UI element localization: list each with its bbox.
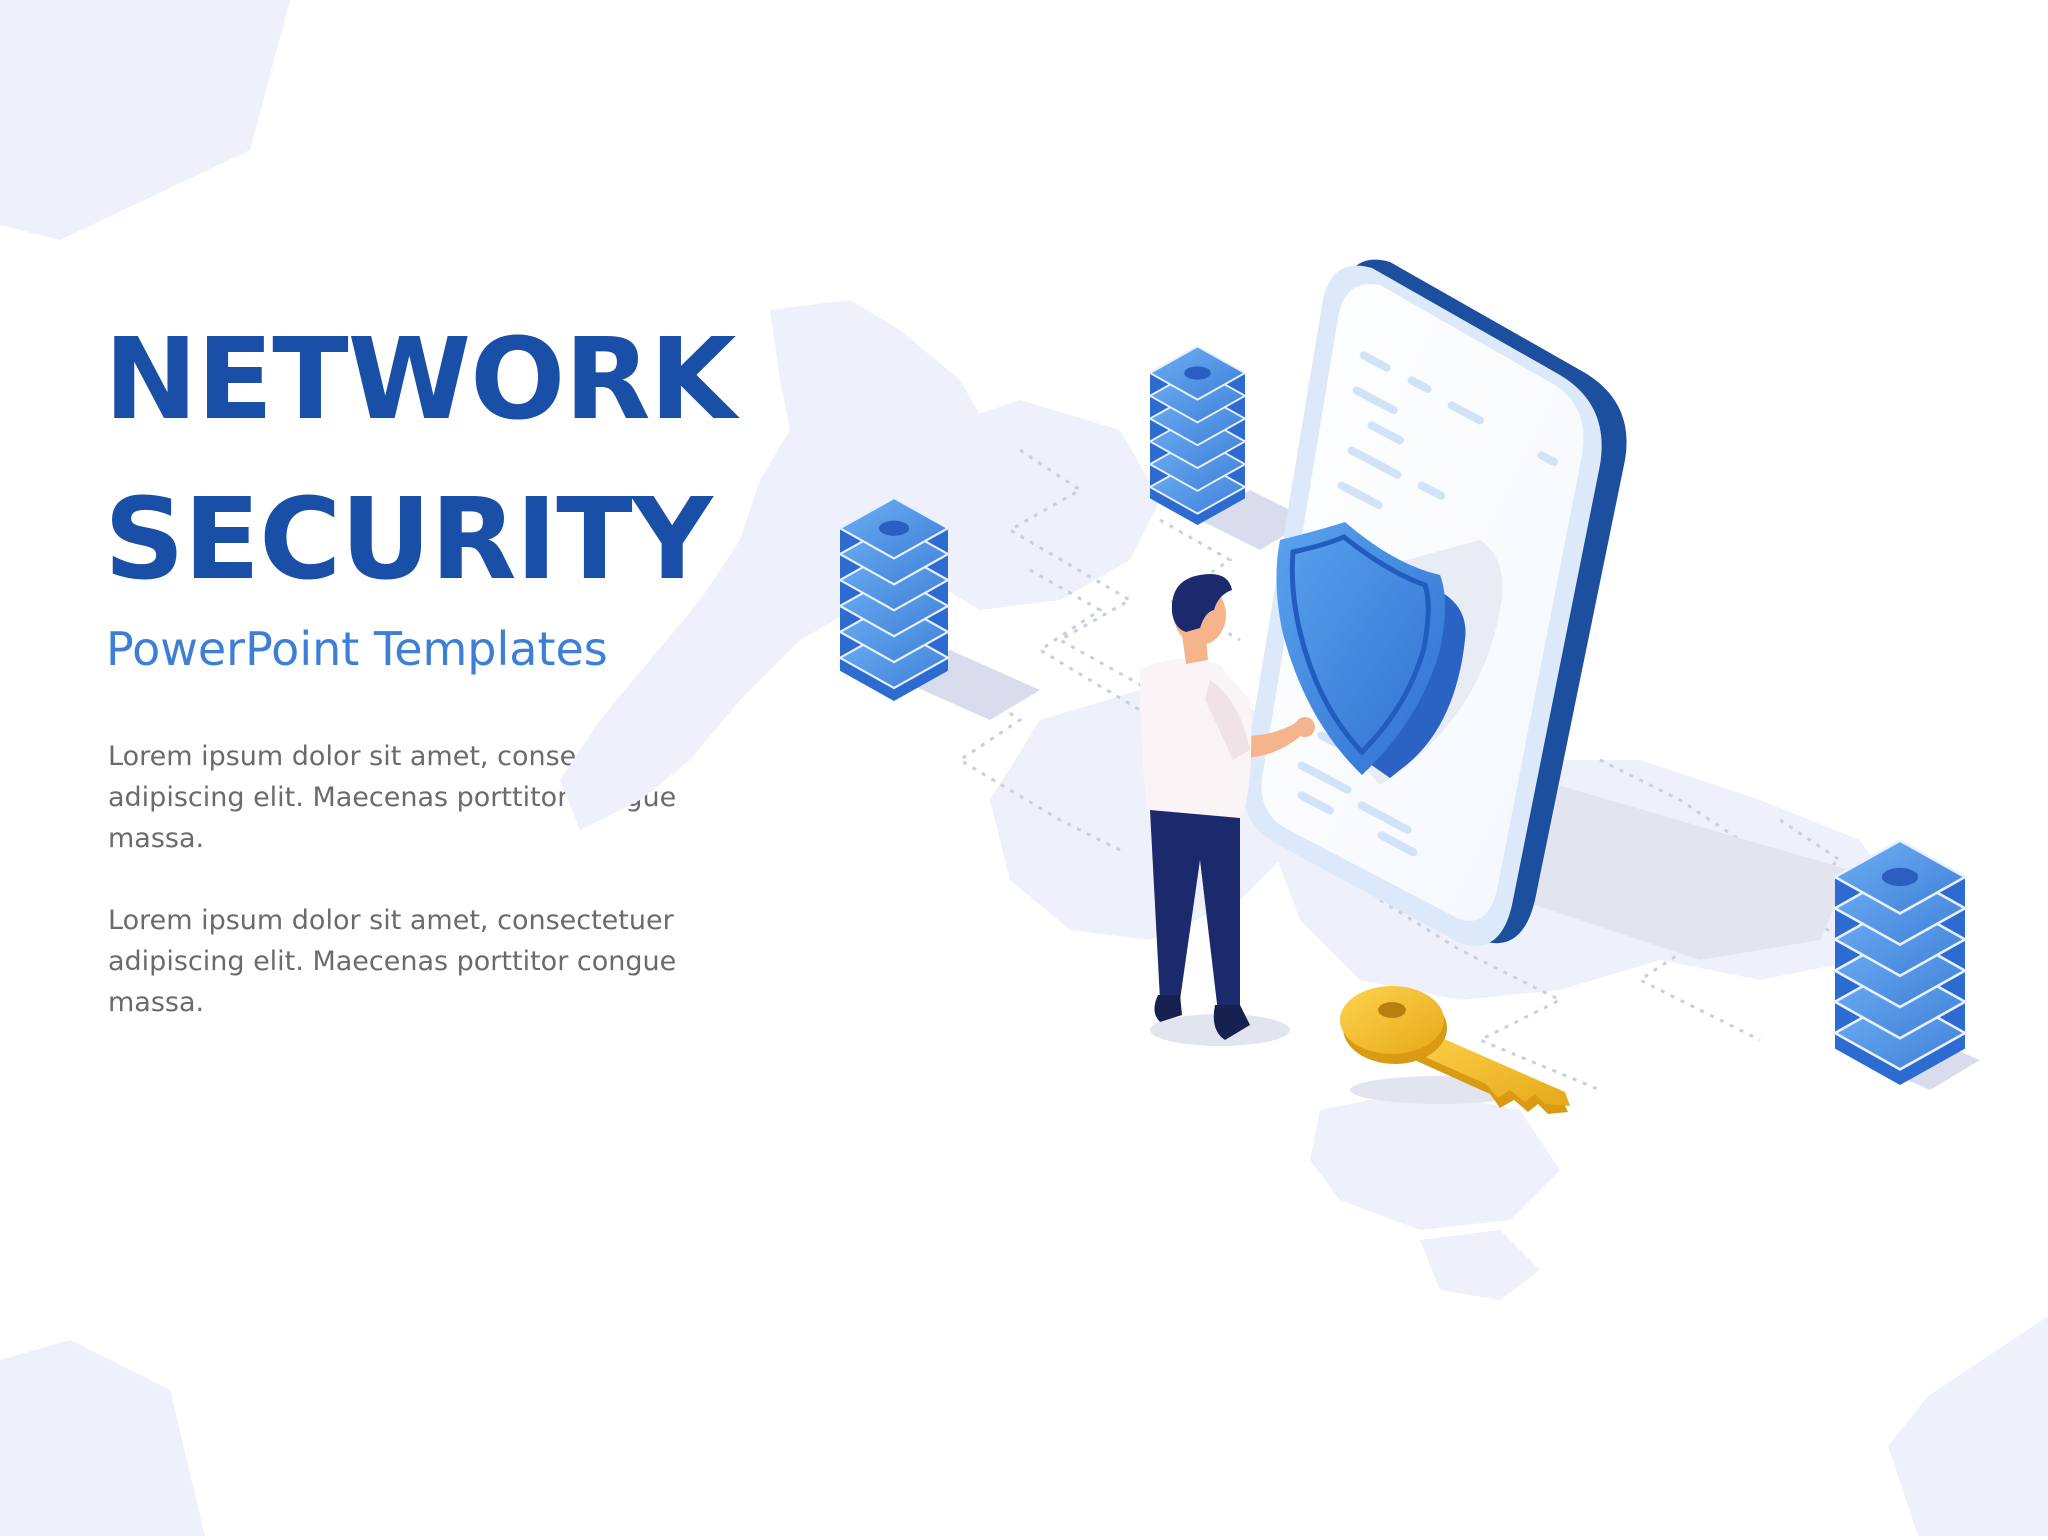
body-paragraph-2: Lorem ipsum dolor sit amet, consectetuer… <box>108 905 677 1018</box>
person-icon <box>1140 574 1315 1040</box>
corner-decoration-bottom-right <box>1888 1316 2048 1536</box>
server-icon <box>1832 839 1968 1085</box>
title-line-network: NETWORK <box>104 315 736 445</box>
slide-subtitle: PowerPoint Templates <box>106 622 608 676</box>
key-icon <box>1340 986 1570 1114</box>
shield-icon <box>1276 522 1503 785</box>
slide-title: NETWORK SECURITY <box>104 300 736 620</box>
corner-decoration-top-left <box>0 0 290 240</box>
server-icon <box>1148 345 1247 525</box>
server-icon <box>837 496 951 701</box>
title-line-security: SECURITY <box>104 475 713 605</box>
corner-decoration-bottom-left <box>0 1340 205 1536</box>
